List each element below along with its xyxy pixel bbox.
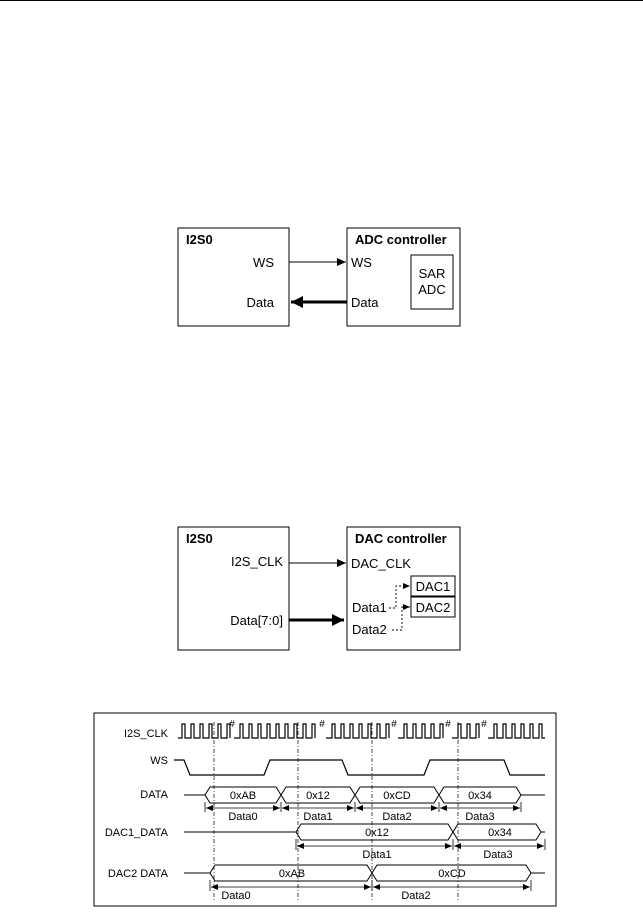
adc-data-label: Data — [351, 295, 379, 310]
dac-diagram: I2S0 I2S_CLK Data[7:0] DAC controller DA… — [177, 526, 461, 651]
clk-break-4: # — [445, 719, 451, 730]
adc-i2s0-block — [177, 227, 290, 327]
data-label-0: Data0 — [228, 811, 257, 823]
dac-data-out-label: Data[7:0] — [230, 613, 283, 628]
dac1-dimensions — [295, 839, 546, 850]
data-label-2: Data2 — [382, 811, 411, 823]
top-rule — [0, 0, 643, 1]
sar-adc-block — [410, 254, 454, 310]
data2-to-dac2-route — [392, 604, 410, 631]
dac1-label-1: Data3 — [483, 849, 512, 861]
dac2-bus — [184, 864, 545, 882]
dac2-dimensions — [209, 880, 532, 891]
clk-break-3: # — [391, 719, 397, 730]
dac1-label-0: Data1 — [362, 849, 391, 861]
dac-controller-block — [346, 526, 461, 651]
dac2-block — [410, 596, 456, 618]
dac-clk-label: DAC_CLK — [351, 556, 411, 571]
dac1-value-0: 0x12 — [365, 827, 389, 839]
timing-frame — [93, 712, 557, 907]
dac2-label-0: Data0 — [221, 890, 250, 902]
adc-i2s0-title: I2S0 — [186, 232, 213, 247]
data-value-3: 0x34 — [468, 790, 492, 802]
adc-diagram: I2S0 WS Data ADC controller WS Data SAR … — [177, 227, 461, 327]
signal-i2s-clk: I2S_CLK — [124, 728, 169, 740]
adc-data-in-label: Data — [247, 295, 275, 310]
dac-i2s-clk-label: I2S_CLK — [231, 554, 283, 569]
clk-break-2: # — [319, 719, 325, 730]
dac-i2s0-title: I2S0 — [186, 531, 213, 546]
signal-dac2-data: DAC2 DATA — [108, 868, 169, 880]
dac1-label: DAC1 — [416, 579, 451, 594]
dac1-block — [410, 575, 456, 597]
dac2-value-1: 0xCD — [438, 868, 466, 880]
data-label-3: Data3 — [465, 811, 494, 823]
timing-diagram: I2S_CLK WS DATA DAC1_DATA DAC2 DATA # # … — [93, 712, 557, 907]
adc-ws-out-label: WS — [253, 255, 274, 270]
data-bus — [184, 786, 545, 804]
dac1-bus — [184, 823, 545, 841]
sar-adc-line2: ADC — [418, 282, 445, 297]
dac-controller-title: DAC controller — [355, 531, 447, 546]
data-dimensions — [204, 802, 522, 812]
data1-to-dac1-route — [389, 583, 410, 609]
data-label-1: Data1 — [303, 811, 332, 823]
dac-data2-label: Data2 — [352, 622, 387, 637]
dac-i2s0-block — [177, 526, 290, 651]
alignment-lines — [213, 722, 459, 900]
sar-adc-line1: SAR — [419, 266, 446, 281]
clk-break-5: # — [481, 719, 487, 730]
dac2-label: DAC2 — [416, 600, 451, 615]
adc-controller-block — [346, 227, 461, 327]
adc-ws-label: WS — [351, 255, 372, 270]
data-value-0: 0xAB — [230, 790, 256, 802]
dac2-label-1: Data2 — [401, 890, 430, 902]
dac-data1-label: Data1 — [352, 600, 387, 615]
ws-waveform — [174, 759, 545, 776]
adc-controller-title: ADC controller — [355, 232, 447, 247]
signal-dac1-data: DAC1_DATA — [105, 827, 169, 839]
data-value-2: 0xCD — [383, 790, 411, 802]
dac1-value-1: 0x34 — [488, 827, 512, 839]
i2s-clk-waveform — [178, 723, 545, 739]
signal-data: DATA — [140, 789, 168, 801]
data-value-1: 0x12 — [306, 790, 330, 802]
clk-break-1: # — [229, 719, 235, 730]
dac2-value-0: 0xAB — [279, 868, 305, 880]
signal-ws: WS — [150, 755, 168, 767]
